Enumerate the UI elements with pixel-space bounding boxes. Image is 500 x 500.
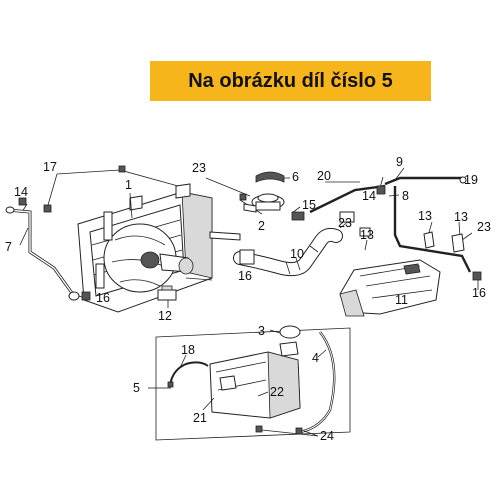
radiator-assembly (77, 183, 213, 313)
callout-16-mid: 16 (238, 269, 252, 283)
sensor-12 (157, 285, 177, 301)
callout-16-left: 16 (96, 291, 110, 305)
callout-22: 22 (270, 385, 284, 399)
callout-3: 3 (258, 324, 265, 338)
screw-17-left (43, 204, 52, 213)
callout-13-b: 13 (454, 210, 468, 224)
part-number-banner: Na obrázku díl číslo 5 (150, 61, 431, 101)
screw-17-top (118, 165, 126, 173)
callout-23-right: 23 (477, 220, 491, 234)
callout-13-c: 13 (360, 228, 374, 242)
callout-20: 20 (317, 169, 331, 183)
callout-18: 18 (181, 343, 195, 357)
callout-23-mid: 23 (338, 216, 352, 230)
callout-numbers: 17 1 14 7 16 12 23 6 2 15 20 9 19 14 8 1… (5, 155, 491, 443)
callout-6: 6 (292, 170, 299, 184)
callout-14-right: 14 (362, 189, 376, 203)
clamp-14-left (18, 197, 27, 206)
callout-19: 19 (464, 173, 478, 187)
callout-14-left: 14 (14, 185, 28, 199)
callout-16-right: 16 (472, 286, 486, 300)
callout-15: 15 (302, 198, 316, 212)
callout-13-a: 13 (418, 209, 432, 223)
callout-8: 8 (402, 189, 409, 203)
hose-7 (5, 206, 91, 301)
callout-4: 4 (312, 351, 319, 365)
expansion-tank-box (148, 325, 351, 441)
callout-2: 2 (258, 219, 265, 233)
leader-3 (269, 329, 281, 334)
callout-17: 17 (43, 160, 57, 174)
callout-12: 12 (158, 309, 172, 323)
callout-21: 21 (193, 411, 207, 425)
leader-21 (202, 397, 215, 411)
air-duct-11 (339, 259, 441, 317)
hose-10 (233, 227, 343, 277)
callout-11: 11 (395, 293, 408, 307)
callout-9: 9 (396, 155, 403, 169)
callout-10: 10 (290, 247, 304, 261)
thermostat-cap-group (209, 171, 305, 241)
callout-24: 24 (320, 429, 334, 443)
leader-4 (317, 349, 327, 358)
leader-24a (303, 430, 319, 437)
callout-5: 5 (133, 381, 140, 395)
leader-24b (261, 429, 319, 437)
hose-9-20 (309, 176, 482, 281)
callout-23-left: 23 (192, 161, 206, 175)
callout-1: 1 (125, 178, 132, 192)
leader-18 (179, 354, 187, 369)
callout-7: 7 (5, 240, 12, 254)
leader-22 (257, 391, 269, 397)
